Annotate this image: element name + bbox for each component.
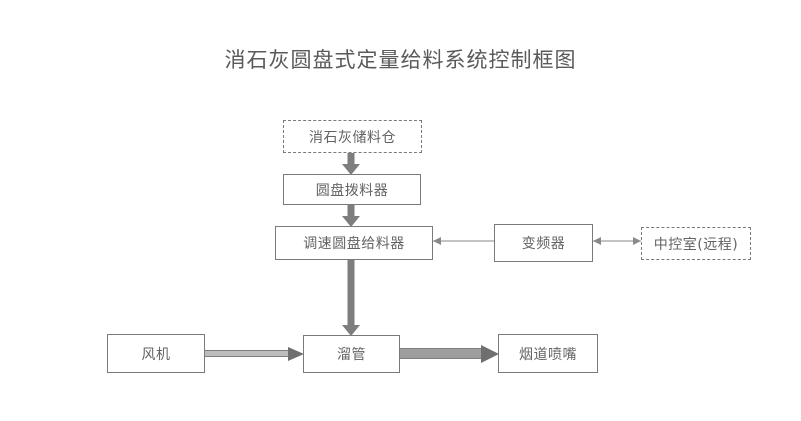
node-control-room-label: 中控室(远程) (653, 236, 739, 253)
arrow-converter-control-room-bidirectional (593, 236, 641, 246)
page-title: 消石灰圆盘式定量给料系统控制框图 (224, 48, 577, 72)
arrow-fan-to-chute (205, 345, 304, 363)
node-storage-silo[interactable]: 消石灰储料仓 (283, 120, 422, 153)
node-flue-nozzle-label: 烟道喷嘴 (519, 346, 577, 363)
node-frequency-converter-label: 变频器 (521, 236, 566, 252)
arrow-feeder-to-chute (341, 259, 361, 336)
node-fan-label: 风机 (141, 346, 171, 363)
node-fan[interactable]: 风机 (107, 334, 205, 373)
node-control-room[interactable]: 中控室(远程) (641, 227, 751, 260)
arrow-dislodger-to-feeder (341, 204, 361, 227)
node-disc-dislodger-label: 圆盘拨料器 (315, 182, 389, 199)
arrow-silo-to-dislodger (341, 152, 361, 175)
node-chute-label: 溜管 (337, 347, 366, 363)
arrow-converter-to-feeder (433, 236, 494, 246)
node-chute[interactable]: 溜管 (303, 335, 400, 373)
node-frequency-converter[interactable]: 变频器 (494, 224, 593, 262)
node-flue-nozzle[interactable]: 烟道喷嘴 (498, 334, 598, 373)
node-disc-dislodger[interactable]: 圆盘拨料器 (283, 174, 421, 205)
node-storage-silo-label: 消石灰储料仓 (309, 129, 396, 146)
node-speed-regulating-feeder[interactable]: 调速圆盘给料器 (275, 226, 433, 260)
arrow-chute-to-flue-nozzle (400, 343, 499, 365)
node-speed-regulating-feeder-label: 调速圆盘给料器 (303, 236, 405, 252)
